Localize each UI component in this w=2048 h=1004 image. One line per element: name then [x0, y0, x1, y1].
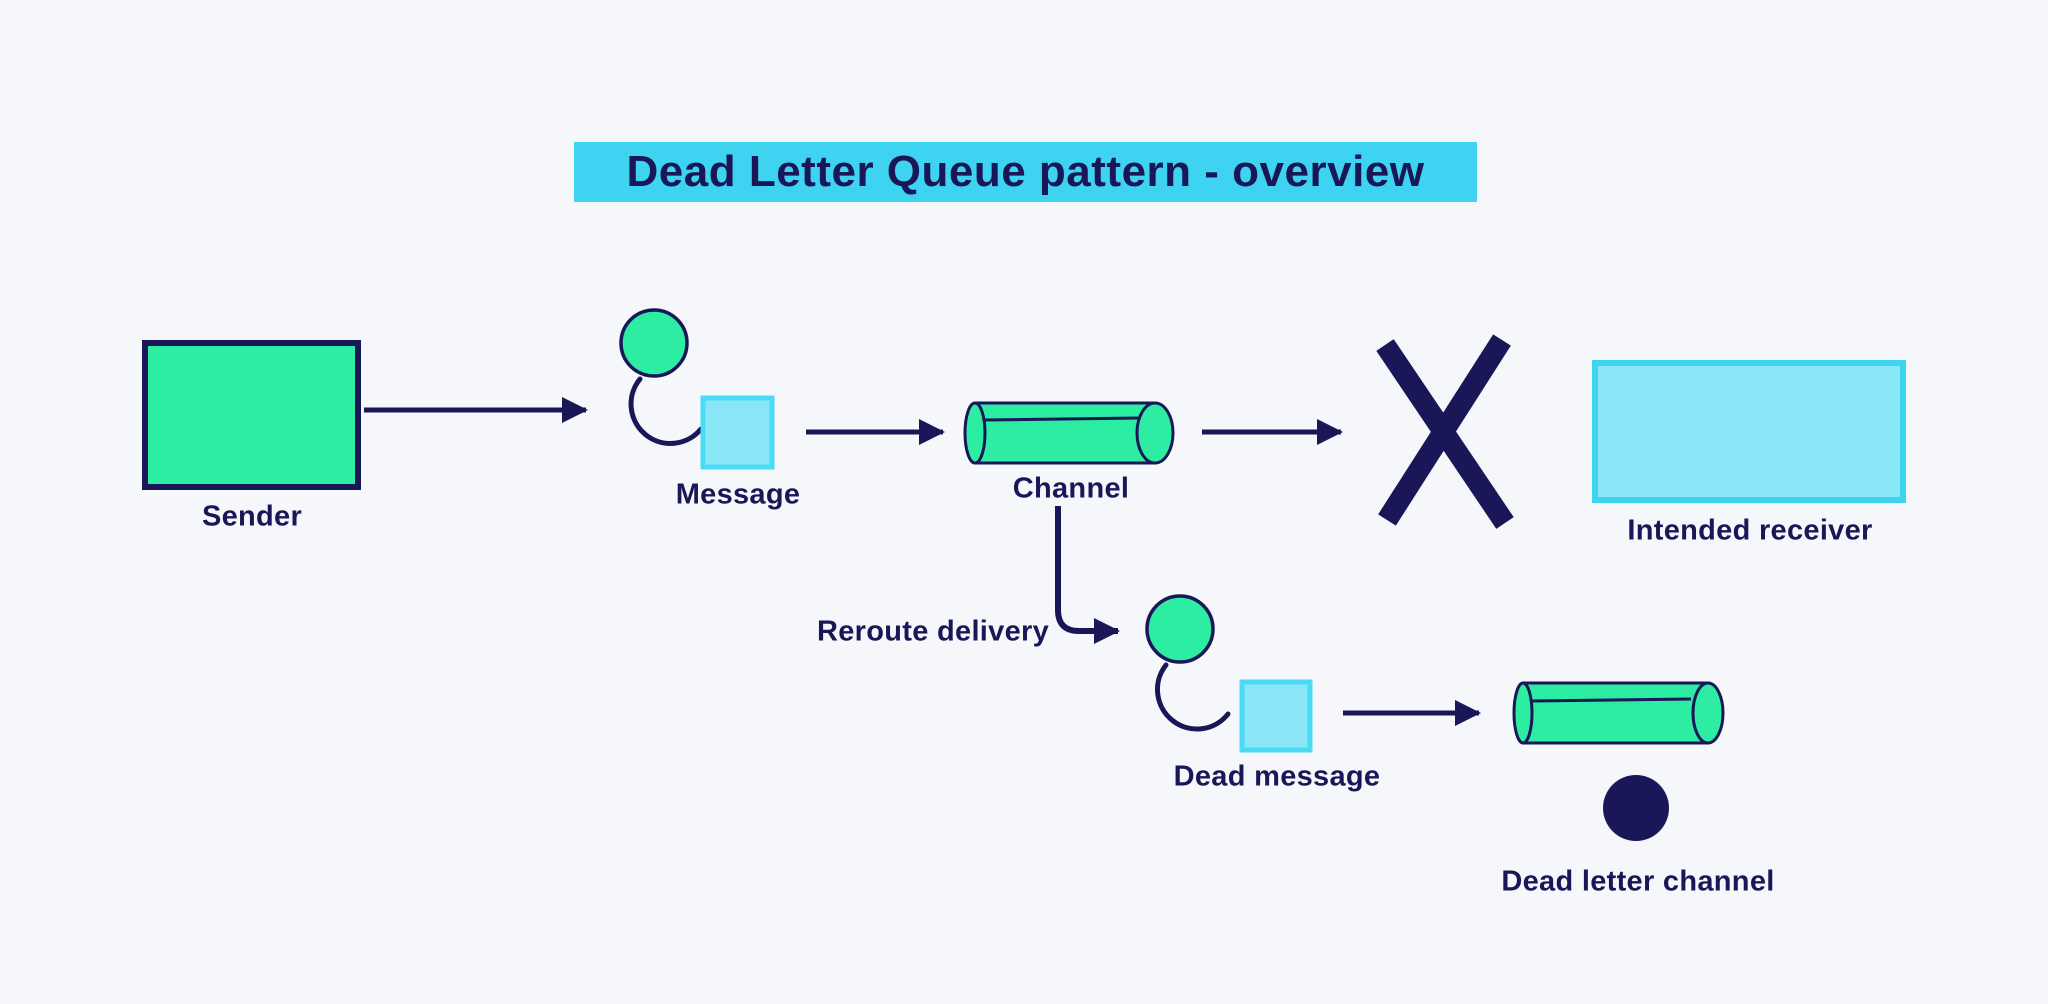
label-sender: Sender — [201, 500, 303, 533]
message-arc — [628, 376, 704, 446]
intended-receiver-box — [1592, 360, 1906, 503]
message-square — [700, 395, 775, 470]
label-channel: Channel — [1012, 472, 1130, 505]
dead-message-icon — [1145, 594, 1313, 753]
dead-message-arc — [1154, 662, 1231, 732]
dead-letter-dot-icon — [1603, 775, 1669, 841]
dead-message-square — [1239, 679, 1313, 753]
label-message: Message — [675, 478, 801, 511]
arrow-reroute-delivery — [1055, 506, 1120, 644]
x-mark-icon — [1376, 334, 1514, 529]
label-dead-letter-channel: Dead letter channel — [1501, 865, 1775, 898]
label-dead-message: Dead message — [1173, 760, 1381, 793]
page-title: Dead Letter Queue pattern - overview — [574, 142, 1477, 202]
sender-box — [142, 340, 361, 490]
message-icon — [619, 308, 775, 470]
dead-message-circle — [1145, 594, 1215, 664]
label-reroute-delivery: Reroute delivery — [816, 615, 1050, 648]
channel-cylinder-icon — [963, 401, 1175, 465]
message-circle — [619, 308, 689, 378]
label-intended-receiver: Intended receiver — [1627, 514, 1873, 547]
dead-letter-channel-cylinder-icon — [1512, 681, 1725, 745]
